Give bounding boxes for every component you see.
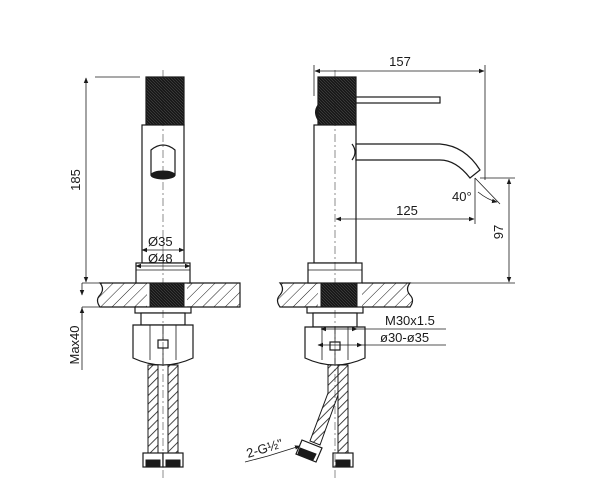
spout-side xyxy=(355,143,481,179)
thread-stud-side xyxy=(320,282,358,308)
dim-label-157: 157 xyxy=(389,54,411,69)
dim-label-d35: Ø35 xyxy=(148,234,173,249)
dim-label-185: 185 xyxy=(68,169,83,191)
side-view: 157 125 97 40° M30x1.5 ø30-ø35 2-G½" xyxy=(244,54,515,480)
dim-label-angle: 40° xyxy=(452,189,472,204)
front-view: 185 Max40 Ø35 Ø48 xyxy=(67,70,241,480)
dim-label-97: 97 xyxy=(491,225,506,239)
handle-knurl-front xyxy=(145,76,185,126)
hose-right-straight xyxy=(337,364,349,454)
dim-label-thread: M30x1.5 xyxy=(385,313,435,328)
dim-label-hole: ø30-ø35 xyxy=(380,330,429,345)
spout-outlet-front xyxy=(150,144,176,176)
dim-label-max40: Max40 xyxy=(67,325,82,364)
hose-left-2 xyxy=(167,364,179,454)
dim-label-d48: Ø48 xyxy=(148,251,173,266)
dim-label-125: 125 xyxy=(396,203,418,218)
lever-handle xyxy=(355,96,441,104)
hose-right-bent xyxy=(309,364,339,446)
hose-left-1 xyxy=(147,364,159,454)
handle-knurl-side xyxy=(317,76,357,126)
thread-stud-front xyxy=(149,282,185,308)
